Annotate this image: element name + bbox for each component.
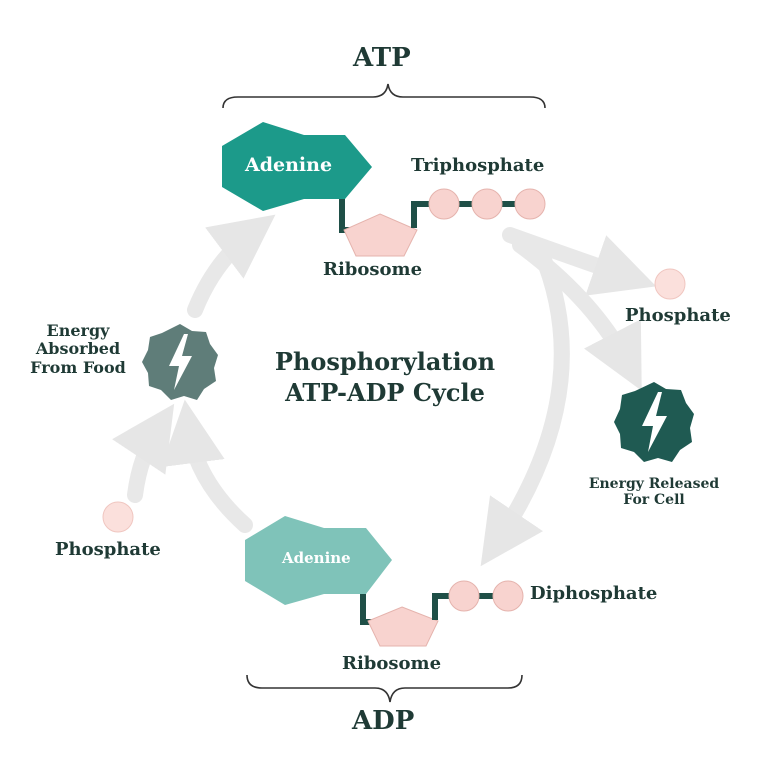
- atp-adenine-label: Adenine: [245, 154, 333, 176]
- energy-released-label: Energy Released For Cell: [578, 476, 730, 508]
- energy-released-line-2: For Cell: [623, 492, 685, 509]
- atp-bond: [339, 199, 353, 233]
- arrow-to-released-energy: [512, 237, 642, 391]
- adp-ribose-shape: [367, 606, 439, 647]
- adp-label: ADP: [352, 706, 415, 736]
- adp-phosphate-bond: [432, 593, 450, 620]
- atp-brace: [222, 83, 546, 109]
- title-line-1: Phosphorylation: [274, 347, 496, 376]
- energy-released-line-1: Energy Released: [588, 476, 720, 492]
- atp-phosphate-3: [514, 188, 546, 220]
- cycle-arrows: [112, 214, 657, 567]
- arrow-phosphate-to-energy: [112, 403, 175, 503]
- arrow-energy-to-atp: [187, 214, 276, 318]
- adp-ribosome-label: Ribosome: [342, 653, 442, 674]
- adp-diphosphate-label: Diphosphate: [530, 583, 658, 604]
- atp-triphosphate-label: Triphosphate: [411, 155, 545, 176]
- released-phosphate-label: Phosphate: [625, 305, 731, 326]
- adp-brace: [246, 674, 523, 703]
- arrow-adp-to-energy: [161, 399, 253, 533]
- diagram-title: Phosphorylation ATP-ADP Cycle: [250, 346, 520, 408]
- released-phosphate-circle: [654, 268, 686, 300]
- atp-phosphate-2: [471, 188, 503, 220]
- atp-label: ATP: [353, 43, 411, 73]
- energy-absorbed-line-3: From Food: [30, 357, 126, 377]
- adp-phosphate-1: [448, 580, 480, 612]
- energy-absorbed-badge: [142, 324, 218, 400]
- atp-ribosome-label: Ribosome: [323, 259, 423, 280]
- energy-absorbed-line-1: Energy: [46, 321, 110, 340]
- atp-phosphate-1: [428, 188, 460, 220]
- arrow-atp-to-adp: [480, 242, 570, 567]
- absorbed-phosphate-label: Phosphate: [55, 539, 161, 560]
- title-line-2: ATP-ADP Cycle: [285, 378, 485, 408]
- adp-adenine-shape: [245, 516, 392, 605]
- energy-absorbed-line-2: Absorbed: [35, 339, 121, 359]
- energy-absorbed-label: Energy Absorbed From Food: [18, 321, 138, 377]
- lightning-bolt-icon: [169, 334, 192, 390]
- adp-phosphate-2: [492, 580, 524, 612]
- atp-adenine-shape: [222, 122, 372, 211]
- adp-molecule: [245, 516, 524, 647]
- lightning-bolt-icon: [642, 392, 667, 452]
- adp-bond: [360, 594, 374, 625]
- atp-phosphate-bond: [411, 201, 428, 228]
- absorbed-phosphate-circle: [102, 501, 134, 533]
- atp-ribose-shape: [343, 213, 418, 257]
- adp-adenine-label: Adenine: [282, 549, 351, 567]
- atp-molecule: [222, 122, 546, 257]
- energy-released-badge: [614, 382, 694, 462]
